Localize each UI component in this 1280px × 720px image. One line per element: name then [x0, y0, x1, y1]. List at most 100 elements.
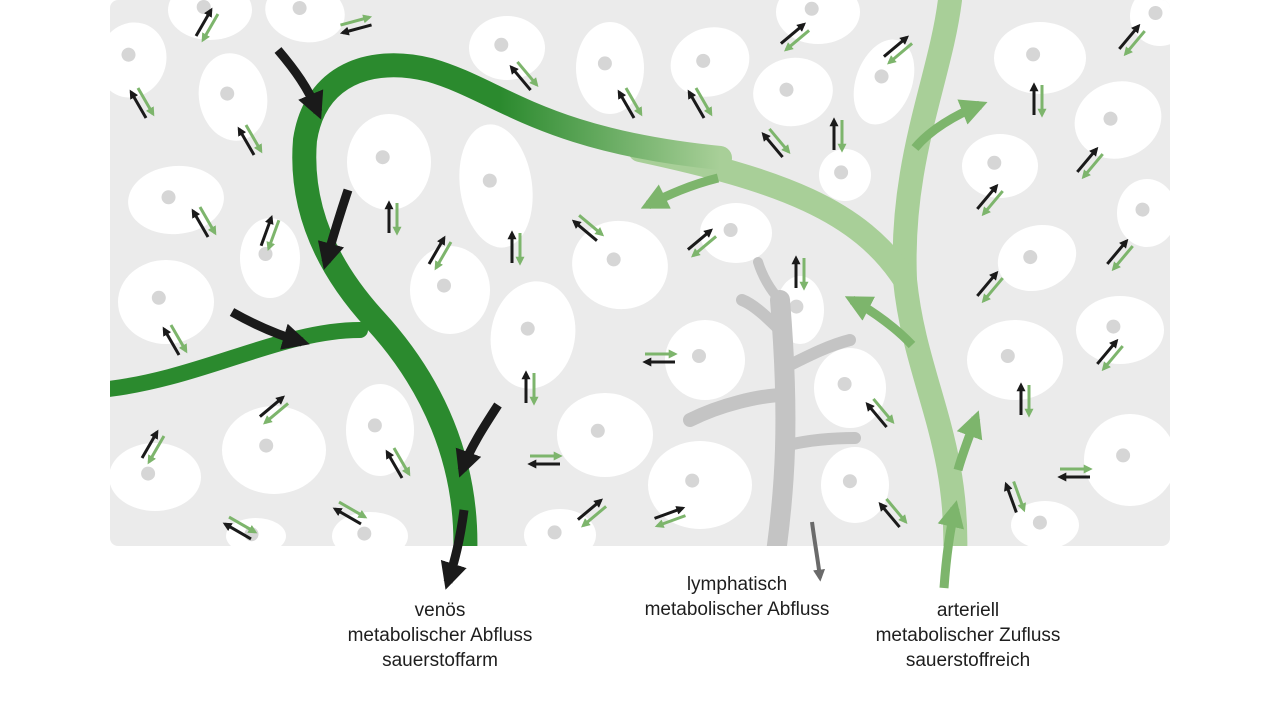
exchange-arrow-pair	[222, 515, 258, 541]
tissue-cell	[459, 124, 533, 248]
tissue-cell	[670, 27, 750, 97]
tissue-cell	[198, 53, 268, 141]
exchange-arrow-pair	[259, 214, 281, 252]
arterial-flow-arrow	[844, 296, 916, 349]
exchange-arrow-pair	[1016, 382, 1034, 418]
venous-label: venös metabolischer Abfluss sauerstoffar…	[320, 598, 560, 673]
tissue-cell	[1011, 501, 1079, 546]
tissue-cell	[110, 22, 167, 98]
venous-label-line1: venös	[414, 600, 466, 621]
exchange-arrow-pair	[1076, 146, 1104, 180]
lymphatic-label-line2: metabolischer Abfluss	[644, 599, 830, 620]
exchange-arrow-pair	[761, 127, 791, 159]
tissue-cell	[332, 512, 408, 546]
exchange-arrow-pair	[237, 124, 263, 156]
venous-label-line2: metabolischer Abfluss	[347, 625, 533, 646]
exchange-arrow-pair	[140, 429, 166, 465]
tissue-cell	[572, 220, 668, 310]
exchange-arrow-pair	[332, 500, 368, 526]
arterial-inflow-arrow	[937, 500, 964, 589]
lymphatic-label-line1: lymphatisch	[686, 574, 788, 595]
exchange-arrow-pair	[642, 349, 678, 367]
tissue-cell	[524, 509, 596, 546]
exchange-arrow-pair	[976, 270, 1004, 304]
tissue-cell	[700, 203, 772, 263]
exchange-arrow-pair	[527, 451, 563, 469]
tissue-cell	[490, 281, 576, 389]
tissue-cell	[1117, 179, 1170, 247]
tissue-cell	[226, 518, 286, 546]
exchange-arrow-pair	[976, 183, 1004, 217]
tissue-cell	[347, 114, 431, 210]
venous-flow-arrow	[317, 188, 353, 270]
tissue-cell	[410, 246, 490, 334]
lymphatic-label: lymphatisch metabolischer Abfluss	[617, 572, 857, 622]
exchange-arrow-pair	[191, 206, 217, 238]
tissue-cell	[1076, 296, 1164, 364]
tissue-cell	[994, 22, 1086, 94]
exchange-arrow-pair	[687, 87, 713, 119]
exchange-arrow-pair	[129, 87, 155, 119]
exchange-arrow-pair	[865, 397, 895, 429]
exchange-arrow-pair	[576, 498, 608, 528]
venous-flow-arrow	[455, 402, 502, 478]
arterial-flow-arrow	[953, 410, 983, 472]
exchange-arrow-pair	[571, 214, 605, 242]
tissue-cell	[557, 393, 653, 477]
exchange-arrow-pair	[521, 370, 539, 406]
tissue-cell	[240, 218, 300, 298]
tissue-cell	[665, 320, 745, 400]
exchange-arrow-pair	[1029, 82, 1047, 118]
arterial-flow-arrow	[640, 173, 720, 210]
arterial-label: arteriell metabolischer Zufluss sauersto…	[848, 598, 1088, 673]
venous-label-line3: sauerstoffarm	[382, 650, 498, 671]
tissue-cell	[265, 0, 345, 43]
exchange-arrow-pair	[654, 506, 686, 528]
exchange-arrow-pair	[1118, 23, 1146, 57]
exchange-arrow-pair	[507, 230, 525, 266]
tissue-cell	[997, 224, 1077, 292]
exchange-arrow-pair	[779, 22, 811, 52]
tissue-cell	[962, 134, 1038, 198]
venous-outflow-arrow	[440, 509, 469, 590]
exchange-arrow-pair	[1096, 338, 1124, 372]
blood-vessels	[110, 0, 968, 546]
exchange-arrow-pair	[617, 87, 643, 119]
exchange-arrow-pair	[1106, 238, 1134, 272]
exchange-arrow-pair	[878, 497, 908, 529]
tissue-cell	[821, 447, 889, 523]
tissue-cell	[853, 39, 915, 125]
arterial-label-line3: sauerstoffreich	[905, 650, 1031, 671]
exchange-arrow-pair	[791, 255, 809, 291]
arterial-flow-arrow	[911, 99, 988, 151]
exchange-arrow-pair	[427, 235, 453, 271]
flow-arrows	[229, 47, 988, 478]
arterial-label-line1: arteriell	[936, 600, 1000, 621]
venous-flow-arrow	[229, 308, 310, 350]
tissue-cell	[819, 149, 871, 201]
lymph-vessel	[683, 257, 861, 546]
vein	[110, 53, 732, 546]
exchange-arrow-pair	[384, 200, 402, 236]
tissue-cell	[648, 441, 752, 529]
outflow-arrows	[440, 500, 964, 590]
exchange-arrow-pair	[882, 35, 914, 65]
arterial-label-line2: metabolischer Zufluss	[875, 625, 1061, 646]
tissue-cell	[967, 320, 1063, 400]
tissue-cell	[753, 57, 833, 127]
exchange-arrow-pair	[339, 14, 373, 36]
tissue-cell	[222, 406, 326, 494]
tissue-cell	[118, 260, 214, 344]
lymphatic-outflow-arrow	[810, 521, 826, 582]
tissue-cell	[814, 348, 886, 428]
venous-flow-arrow	[274, 47, 324, 120]
exchange-arrows	[129, 7, 1146, 541]
tissue-cell	[1130, 0, 1170, 46]
exchange-arrow-pair	[162, 324, 188, 356]
exchange-arrow-pair	[194, 7, 220, 43]
tissue-cells	[110, 0, 1170, 546]
exchange-arrow-pair	[1004, 481, 1026, 513]
exchange-arrow-pair	[829, 117, 847, 153]
tissue-cell	[110, 443, 201, 511]
